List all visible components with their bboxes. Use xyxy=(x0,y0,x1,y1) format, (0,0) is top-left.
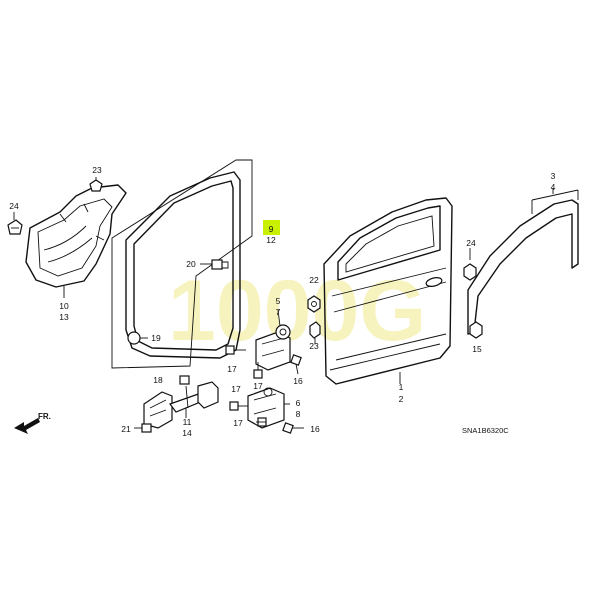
clip-15[interactable] xyxy=(469,321,483,339)
callout-3[interactable]: 3 xyxy=(551,171,556,181)
door-checker[interactable] xyxy=(143,381,219,429)
callout-21[interactable]: 21 xyxy=(121,424,131,434)
bolt-17-upper-b[interactable] xyxy=(253,362,263,379)
upper-door-hinge[interactable] xyxy=(255,309,291,371)
callout-11[interactable]: 11 xyxy=(183,417,192,427)
callout-10[interactable]: 10 xyxy=(59,301,69,311)
callout-24-right[interactable]: 24 xyxy=(466,238,476,248)
callout-18[interactable]: 18 xyxy=(153,375,163,385)
callout-23-top[interactable]: 23 xyxy=(92,165,102,175)
callout-17-b[interactable]: 17 xyxy=(253,381,263,391)
callout-17-a[interactable]: 17 xyxy=(227,364,237,374)
bolt-17-lower-a[interactable] xyxy=(229,401,248,411)
callout-9[interactable]: 9 xyxy=(269,224,274,234)
callout-16-upper[interactable]: 16 xyxy=(293,376,303,386)
callout-15[interactable]: 15 xyxy=(472,344,482,354)
clip-24-left[interactable] xyxy=(7,219,23,235)
watermark: 1000G xyxy=(168,263,426,359)
callout-14[interactable]: 14 xyxy=(182,428,192,438)
nut-22[interactable] xyxy=(307,295,321,313)
callout-2[interactable]: 2 xyxy=(399,394,404,404)
callout-19[interactable]: 19 xyxy=(151,333,161,343)
group-frame xyxy=(111,159,253,369)
lower-door-hinge[interactable] xyxy=(247,387,290,429)
callout-13[interactable]: 13 xyxy=(59,312,69,322)
diagram-code: SNA1B6320C xyxy=(462,426,509,435)
callout-8[interactable]: 8 xyxy=(296,409,301,419)
clip-20[interactable] xyxy=(200,259,229,270)
nut-24-right[interactable] xyxy=(463,263,477,281)
bolt-16-upper[interactable] xyxy=(290,354,302,375)
callout-12[interactable]: 12 xyxy=(266,235,276,245)
bolt-23[interactable] xyxy=(309,321,321,344)
front-arrow-icon xyxy=(14,418,40,434)
bolt-17-upper-a[interactable] xyxy=(225,345,246,355)
callout-5[interactable]: 5 xyxy=(276,296,281,306)
callout-1[interactable]: 1 xyxy=(399,382,404,392)
front-label: FR. xyxy=(38,412,51,421)
callout-17-d[interactable]: 17 xyxy=(233,418,243,428)
door-sash-molding[interactable] xyxy=(467,189,579,335)
callout-22[interactable]: 22 xyxy=(309,275,319,285)
callout-20[interactable]: 20 xyxy=(186,259,196,269)
callout-17-c[interactable]: 17 xyxy=(231,384,241,394)
bolt-18[interactable] xyxy=(179,375,190,385)
callout-23-mid[interactable]: 23 xyxy=(309,341,319,351)
clip-23-top[interactable] xyxy=(89,179,103,192)
callout-16-lower[interactable]: 16 xyxy=(310,424,320,434)
callout-6[interactable]: 6 xyxy=(296,398,301,408)
bolt-21[interactable] xyxy=(134,423,152,433)
callout-7[interactable]: 7 xyxy=(276,307,281,317)
callouts: 1 2 3 4 5 6 7 8 9 10 11 12 13 14 15 16 1… xyxy=(9,165,555,438)
bolt-17-lower-b[interactable] xyxy=(256,417,267,427)
door-sealing-panel[interactable] xyxy=(25,184,127,288)
front-door-panel[interactable] xyxy=(323,197,453,385)
callout-4[interactable]: 4 xyxy=(551,182,556,192)
bolt-16-lower[interactable] xyxy=(282,422,304,434)
clip-19[interactable] xyxy=(127,331,148,345)
highlight-9 xyxy=(263,220,280,235)
callout-24-left[interactable]: 24 xyxy=(9,201,19,211)
